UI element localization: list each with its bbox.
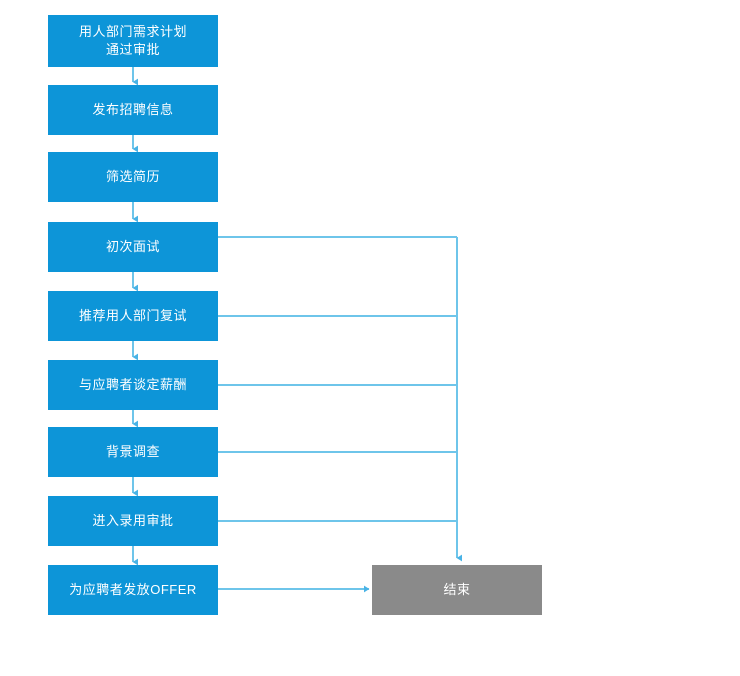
node-hiring-approval[interactable]: 进入录用审批 xyxy=(48,496,218,546)
node-background-check[interactable]: 背景调查 xyxy=(48,427,218,477)
node-department-second-interview[interactable]: 推荐用人部门复试 xyxy=(48,291,218,341)
node-screen-resumes[interactable]: 筛选简历 xyxy=(48,152,218,202)
node-negotiate-salary[interactable]: 与应聘者谈定薪酬 xyxy=(48,360,218,410)
node-demand-plan-approval[interactable]: 用人部门需求计划 通过审批 xyxy=(48,15,218,67)
node-end[interactable]: 结束 xyxy=(372,565,542,615)
node-publish-job-posting[interactable]: 发布招聘信息 xyxy=(48,85,218,135)
node-first-interview[interactable]: 初次面试 xyxy=(48,222,218,272)
branch-lines xyxy=(218,236,462,562)
node-issue-offer[interactable]: 为应聘者发放OFFER xyxy=(48,565,218,615)
